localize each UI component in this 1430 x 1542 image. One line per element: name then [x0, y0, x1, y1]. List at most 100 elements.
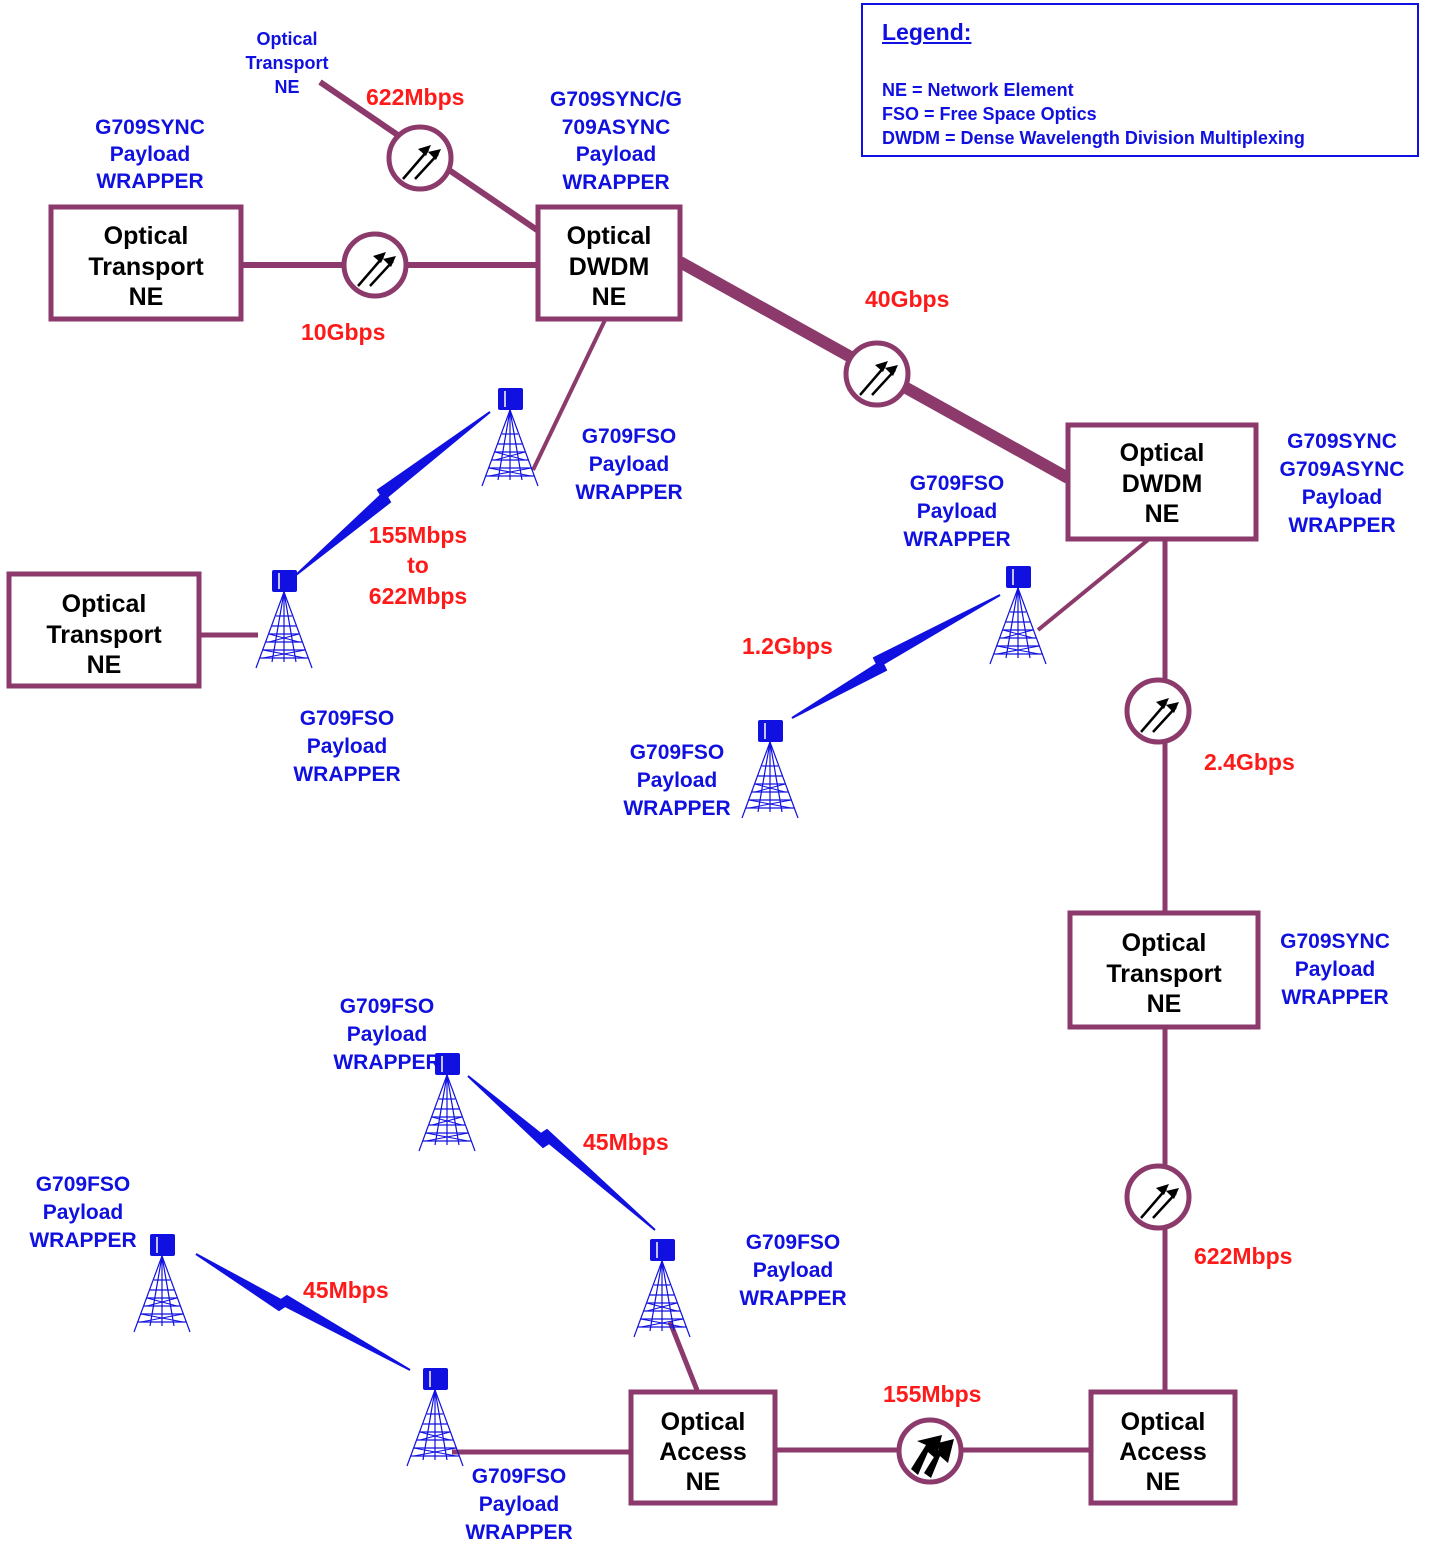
wrapper-label-line: WRAPPER: [1281, 986, 1388, 1009]
fso-beam-45-upper: [467, 1075, 656, 1231]
wrapper-label-line: Payload: [1302, 486, 1383, 509]
wrapper-label-line: G709SYNC: [1287, 430, 1397, 453]
wrapper-label-line: Payload: [917, 500, 998, 523]
ne-label-line: NE: [87, 651, 122, 679]
ne-label-line: Optical: [1122, 929, 1207, 957]
ne-optical-transport-left: Optical Transport NE: [48, 204, 244, 322]
wrapper-label-line: WRAPPER: [29, 1229, 136, 1252]
amplifier-icon: [846, 343, 908, 405]
rate-label: 45Mbps: [303, 1277, 389, 1303]
fso-tower-icon: [633, 1238, 691, 1338]
wrapper-label-line: WRAPPER: [465, 1521, 572, 1542]
wrapper-label-line: Payload: [753, 1259, 834, 1282]
wrapper-label-line: Payload: [307, 735, 388, 758]
wrapper-label-line: WRAPPER: [562, 171, 669, 194]
legend-entry: FSO = Free Space Optics: [882, 104, 1097, 124]
ne-label-line: Optical: [1121, 1408, 1206, 1436]
fso-beam-155-622: [295, 411, 491, 576]
rate-labels: 622Mbps 10Gbps 40Gbps 155Mbps to 622Mbps…: [301, 84, 1295, 1407]
rate-label: 155Mbps: [369, 522, 467, 548]
ne-label-line: Optical: [256, 29, 317, 49]
ne-label-line: NE: [1145, 500, 1180, 528]
wrapper-label-line: G709FSO: [746, 1231, 841, 1254]
rate-label: 622Mbps: [1194, 1243, 1292, 1269]
ne-optical-access-right: Optical Access NE: [1088, 1389, 1238, 1506]
rate-label: 622Mbps: [366, 84, 464, 110]
ne-label-line: Optical: [104, 222, 189, 250]
wrapper-label-line: 709ASYNC: [562, 116, 671, 139]
ne-optical-transport-top-small: Optical Transport NE: [245, 29, 328, 97]
wrapper-label-line: G709FSO: [300, 707, 395, 730]
legend-entry: DWDM = Dense Wavelength Division Multipl…: [882, 128, 1305, 148]
legend-entry: NE = Network Element: [882, 80, 1074, 100]
ne-optical-dwdm-top: Optical DWDM NE: [535, 204, 683, 322]
amplifier-icon: [1127, 680, 1189, 742]
fso-beams: [195, 411, 1001, 1371]
wrapper-label-line: Payload: [1295, 958, 1376, 981]
amplifier-icon: [1127, 1166, 1189, 1228]
wrapper-label-line: G709FSO: [582, 425, 677, 448]
rate-label: 40Gbps: [865, 286, 949, 312]
ne-label-line: Transport: [245, 53, 328, 73]
wrapper-label-line: WRAPPER: [575, 481, 682, 504]
wrapper-label-line: Payload: [110, 143, 191, 166]
ne-label-line: Transport: [88, 253, 204, 281]
wrapper-label-line: G709ASYNC: [1280, 458, 1405, 481]
ne-label-line: NE: [129, 283, 164, 311]
amplifier-icon: [389, 127, 451, 189]
fso-beam-1-2g: [791, 594, 1001, 719]
wrapper-label-line: G709FSO: [472, 1465, 567, 1488]
fso-tower-icon: [133, 1233, 191, 1333]
wrapper-label-line: WRAPPER: [739, 1287, 846, 1310]
wrapper-label-line: WRAPPER: [903, 528, 1010, 551]
wrapper-label-line: G709FSO: [910, 472, 1005, 495]
legend-box: Legend: NE = Network Element FSO = Free …: [861, 3, 1419, 157]
rate-label: 1.2Gbps: [742, 633, 833, 659]
ne-label-line: Transport: [46, 621, 162, 649]
wrapper-fso-left-mid: G709FSO Payload WRAPPER: [293, 707, 400, 786]
ne-label-line: Optical: [661, 1408, 746, 1436]
rate-label: 155Mbps: [883, 1381, 981, 1407]
ne-label-line: Optical: [1120, 439, 1205, 467]
amplifier-icon: [899, 1420, 961, 1482]
wrapper-fso-bottom-mid: G709FSO Payload WRAPPER: [739, 1231, 846, 1310]
wrapper-label-line: WRAPPER: [96, 170, 203, 193]
link-access-tower-mid: [667, 1321, 700, 1391]
wrapper-label-line: Payload: [637, 769, 718, 792]
fso-tower-icon: [255, 569, 313, 669]
rate-label: 10Gbps: [301, 319, 385, 345]
ne-label-line: DWDM: [569, 253, 650, 281]
legend-title: Legend:: [882, 19, 972, 45]
ne-label-line: NE: [1146, 1468, 1181, 1496]
amplifier-icon: [344, 234, 406, 296]
wrapper-label-line: G709FSO: [36, 1173, 131, 1196]
ne-label-line: DWDM: [1122, 470, 1203, 498]
fso-tower-icon: [741, 719, 799, 819]
wrapper-fso-top-mid: G709FSO Payload WRAPPER: [575, 425, 682, 504]
ne-label-line: Optical: [62, 590, 147, 618]
ne-label-line: Transport: [1106, 960, 1222, 988]
rate-label: 45Mbps: [583, 1129, 669, 1155]
wrapper-label-line: WRAPPER: [333, 1051, 440, 1074]
ne-label-line: NE: [274, 77, 299, 97]
wrapper-sync-right: G709SYNC Payload WRAPPER: [1280, 930, 1390, 1009]
wrapper-sync-async-top: G709SYNC/G 709ASYNC Payload WRAPPER: [550, 88, 682, 194]
wrapper-label-line: Payload: [479, 1493, 560, 1516]
wrapper-fso-bottom-far-left: G709FSO Payload WRAPPER: [29, 1173, 136, 1252]
rate-label: 2.4Gbps: [1204, 749, 1295, 775]
wrapper-fso-bottom-upper: G709FSO Payload WRAPPER: [333, 995, 440, 1074]
ne-label-line: NE: [592, 283, 627, 311]
fso-beam-45-lower: [195, 1253, 411, 1371]
wrapper-label-line: G709FSO: [630, 741, 725, 764]
wrapper-label-line: G709SYNC/G: [550, 88, 682, 111]
wrapper-labels: G709SYNC Payload WRAPPER G709SYNC/G 709A…: [29, 88, 1404, 1542]
link-dwdm-right-fso: [1036, 538, 1150, 632]
wrapper-label-line: WRAPPER: [623, 797, 730, 820]
ne-label-line: NE: [686, 1468, 721, 1496]
ne-label-line: Optical: [567, 222, 652, 250]
wrapper-fso-right-lower: G709FSO Payload WRAPPER: [623, 741, 730, 820]
ne-optical-transport-right: Optical Transport NE: [1067, 910, 1261, 1030]
wrapper-label-line: Payload: [43, 1201, 124, 1224]
wrapper-fso-right-upper: G709FSO Payload WRAPPER: [903, 472, 1010, 551]
